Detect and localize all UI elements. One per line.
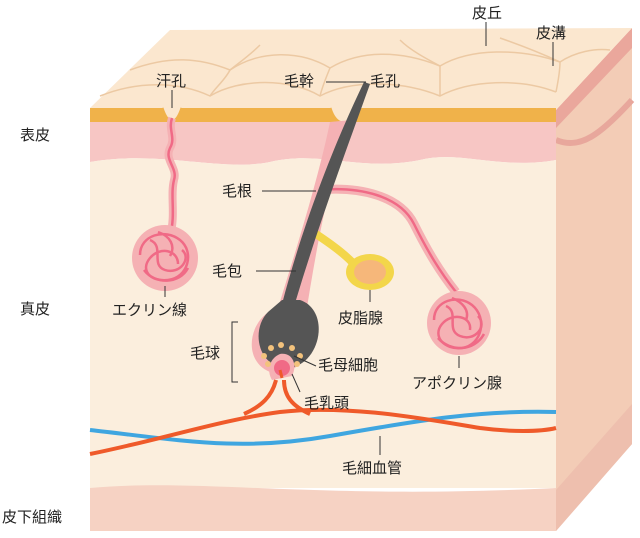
eccrine-gland-coil [132,225,198,291]
apocrine-gland-coil [427,291,491,355]
label-hifu-kou: 皮溝 [536,24,566,42]
hair-shaft [282,82,370,304]
subcutaneous-layer [90,485,556,531]
hair-bulb [258,300,319,369]
epidermis-layer [90,122,556,165]
label-mohou: 毛包 [212,262,242,280]
label-hishisen: 皮脂腺 [338,309,383,327]
label-hyohi: 表皮 [20,126,50,144]
label-hifu-kyu: 皮丘 [472,4,502,22]
capillary-branch [243,379,311,416]
label-eccrine: エクリン線 [112,301,187,319]
label-hika-soshiki: 皮下組織 [2,508,62,526]
epidermis-orange-band [90,108,556,122]
capillary-artery [89,407,557,456]
label-kanko: 汗孔 [156,72,186,90]
label-apocrine: アポクリン腺 [412,374,502,392]
leader-lines [164,22,554,455]
skin-ridges [99,37,611,97]
side-face [556,28,632,531]
label-nyuto: 毛乳頭 [304,394,349,412]
capillary-vein [89,409,557,446]
label-mobo-saibo: 毛母細胞 [318,356,378,374]
label-mokon: 毛根 [222,182,252,200]
side-face-subcutis [556,404,632,531]
dermis-layer [90,157,556,488]
label-moko: 毛孔 [370,72,400,90]
side-face-epidermis [556,28,632,128]
label-mokan: 毛幹 [284,72,314,90]
label-mokyu: 毛球 [190,344,220,362]
label-mosaikekkan: 毛細血管 [342,459,402,477]
label-shinpi: 真皮 [20,300,50,318]
side-face-wave [554,97,635,147]
